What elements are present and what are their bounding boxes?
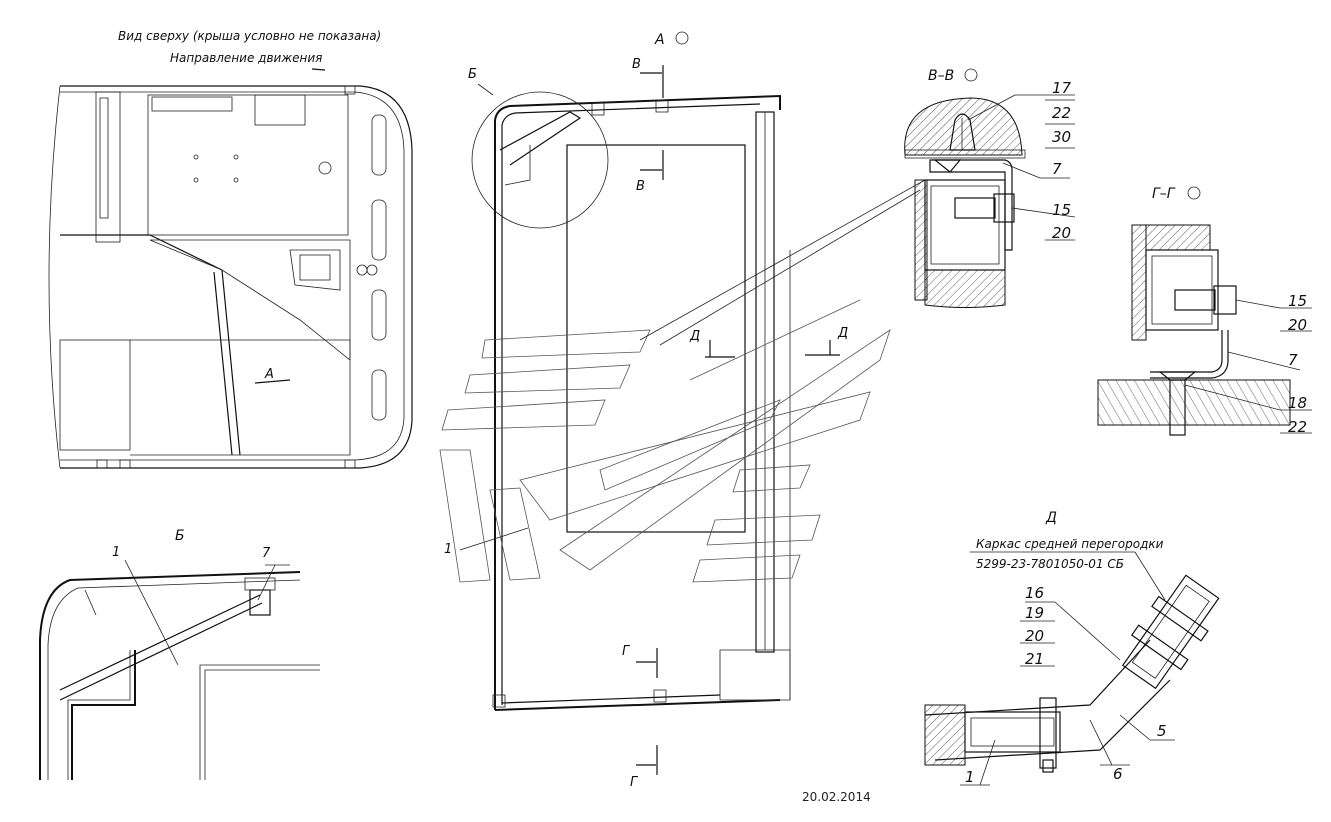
cut-d-left: Д bbox=[689, 329, 700, 344]
detail-b-title: Б bbox=[175, 528, 185, 544]
b-callout-7: 7 bbox=[262, 546, 271, 561]
gg-callout-15: 15 bbox=[1288, 292, 1307, 310]
vv-callout-22: 22 bbox=[1052, 104, 1071, 122]
frame-code: 5299-23-7801050-01 СБ bbox=[976, 557, 1124, 571]
cut-v-bottom: В bbox=[636, 179, 645, 194]
rotation-icon bbox=[1187, 186, 1201, 200]
drawing-date: 20.02.2014 bbox=[802, 790, 871, 804]
d-callout-16: 16 bbox=[1025, 584, 1044, 602]
watermark-shapes bbox=[439, 299, 891, 583]
vv-callout-17: 17 bbox=[1052, 79, 1072, 97]
rotation-icon bbox=[964, 68, 978, 82]
d-callout-5: 5 bbox=[1157, 722, 1167, 740]
section-vv-title: В–В bbox=[928, 68, 954, 84]
detail-b: Б 1 7 bbox=[39, 528, 320, 780]
section-vv: В–В 17 22 30 7 15 20 bbox=[639, 68, 1076, 346]
detail-d: Д Каркас средней перегородки 5299-23-780… bbox=[924, 510, 1220, 786]
rotation-icon bbox=[675, 31, 689, 45]
vv-callout-7: 7 bbox=[1052, 160, 1062, 178]
d-callout-6: 6 bbox=[1113, 765, 1123, 783]
cut-g-bottom: Г bbox=[630, 775, 639, 790]
section-gg: Г–Г 15 20 7 18 22 bbox=[1097, 186, 1312, 436]
d-callout-19: 19 bbox=[1025, 604, 1044, 622]
section-gg-title: Г–Г bbox=[1152, 186, 1176, 202]
window-opening bbox=[566, 144, 746, 533]
detail-d-title: Д bbox=[1045, 510, 1057, 526]
top-view: Вид сверху (крыша условно не показана) Н… bbox=[48, 29, 413, 469]
view-a-title: А bbox=[654, 32, 665, 48]
detail-b-circle bbox=[471, 91, 609, 229]
cut-v-top: В bbox=[632, 57, 641, 72]
vv-callout-20: 20 bbox=[1052, 224, 1071, 242]
cut-g-top: Г bbox=[622, 644, 631, 659]
cut-d-right: Д bbox=[837, 326, 848, 341]
main-view-a: А Б В В Д Д Г bbox=[439, 31, 891, 790]
view-a-arrow bbox=[254, 379, 291, 384]
b-callout-1: 1 bbox=[112, 545, 120, 560]
top-view-caption: Вид сверху (крыша условно не показана) bbox=[118, 29, 381, 43]
d-callout-1: 1 bbox=[965, 768, 975, 786]
vv-callout-30: 30 bbox=[1052, 128, 1071, 146]
d-callout-20: 20 bbox=[1025, 627, 1044, 645]
gg-callout-18: 18 bbox=[1288, 394, 1307, 412]
main-part-1: 1 bbox=[444, 542, 452, 557]
main-label-b: Б bbox=[468, 67, 477, 82]
gg-callout-20: 20 bbox=[1288, 316, 1307, 334]
d-callout-21: 21 bbox=[1025, 650, 1044, 668]
vv-callout-15: 15 bbox=[1052, 201, 1071, 219]
direction-label: Направление движения bbox=[170, 51, 322, 65]
arrow-a-label: А bbox=[264, 367, 274, 382]
gg-callout-22: 22 bbox=[1288, 418, 1307, 436]
direction-arrow bbox=[311, 68, 326, 71]
gg-callout-7: 7 bbox=[1288, 351, 1298, 369]
frame-caption: Каркас средней перегородки bbox=[976, 537, 1164, 551]
